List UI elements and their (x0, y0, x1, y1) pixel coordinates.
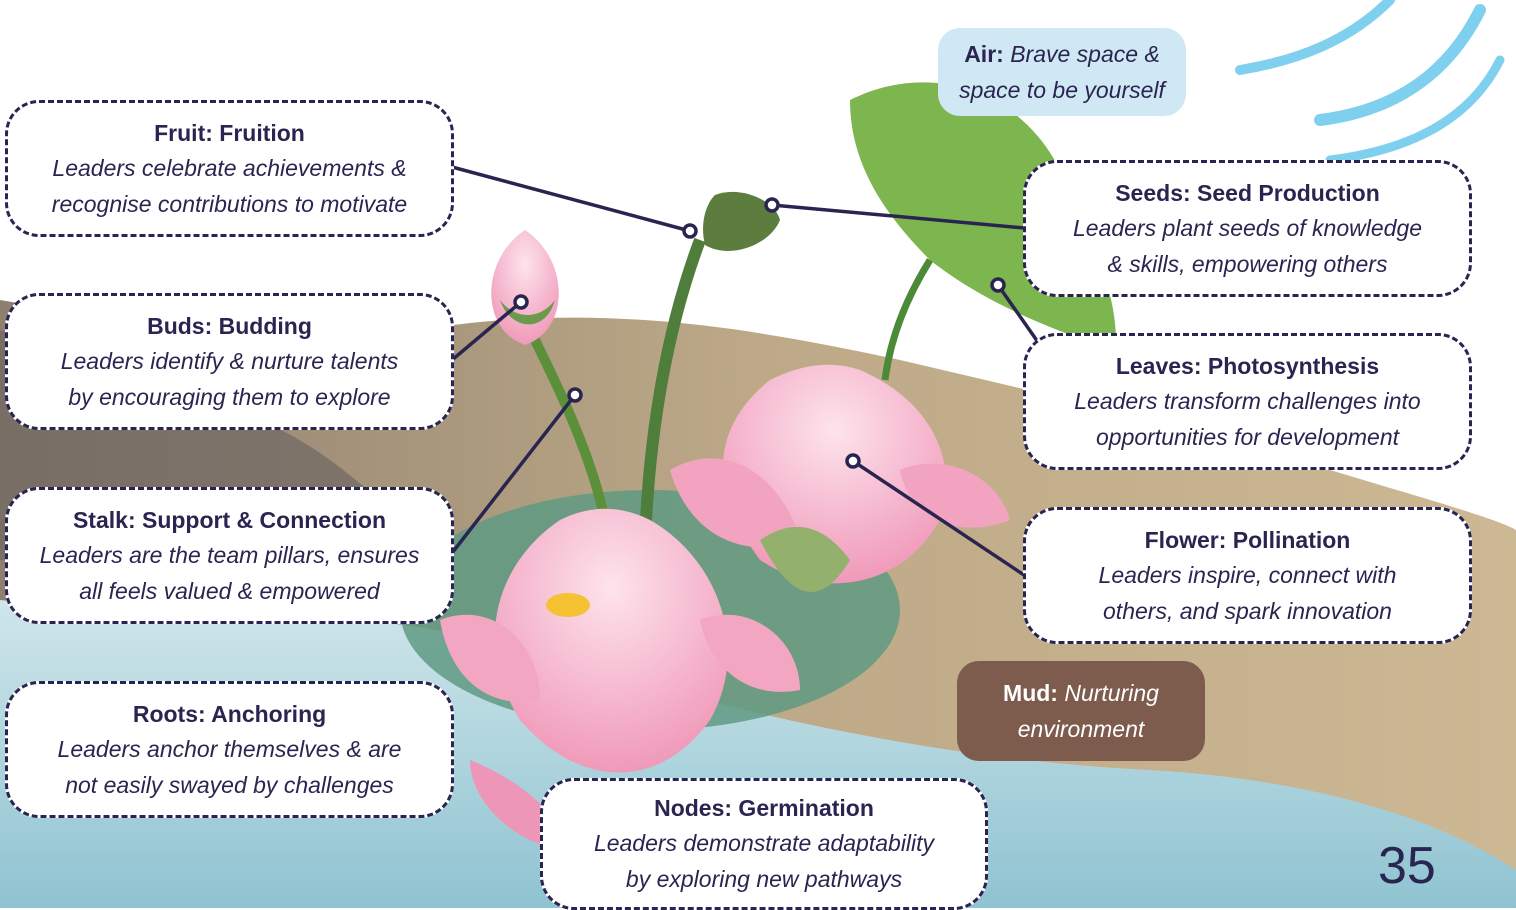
leaves-desc-1: Leaders transform challenges into (1038, 383, 1457, 419)
flower-desc-1: Leaders inspire, connect with (1038, 557, 1457, 593)
mud-label-title: Mud: (1003, 680, 1058, 706)
stalk-title: Stalk: Support & Connection (20, 503, 439, 537)
nodes-box: Nodes: Germination Leaders demonstrate a… (540, 778, 988, 910)
air-desc-2: space to be yourself (959, 77, 1165, 103)
stalk-desc-2: all feels valued & empowered (20, 573, 439, 609)
leaves-desc-2: opportunities for development (1038, 419, 1457, 455)
roots-box: Roots: Anchoring Leaders anchor themselv… (5, 681, 454, 818)
fruit-box: Fruit: Fruition Leaders celebrate achiev… (5, 100, 454, 237)
buds-box: Buds: Budding Leaders identify & nurture… (5, 293, 454, 430)
buds-desc-2: by encouraging them to explore (20, 379, 439, 415)
fruit-desc-2: recognise contributions to motivate (20, 186, 439, 222)
mud-desc-1: Nurturing (1064, 680, 1159, 706)
roots-desc-1: Leaders anchor themselves & are (20, 731, 439, 767)
mud-desc-2: environment (1018, 716, 1145, 742)
mud-label: Mud: Nurturing environment (957, 661, 1205, 761)
air-desc-1: Brave space & (1010, 41, 1160, 67)
stalk-box: Stalk: Support & Connection Leaders are … (5, 487, 454, 624)
buds-title: Buds: Budding (20, 309, 439, 343)
page-number: 35 (1378, 836, 1436, 896)
buds-desc-1: Leaders identify & nurture talents (20, 343, 439, 379)
seeds-desc-2: & skills, empowering others (1038, 246, 1457, 282)
leaves-title: Leaves: Photosynthesis (1038, 349, 1457, 383)
flower-desc-2: others, and spark innovation (1038, 593, 1457, 629)
air-label-title: Air: (964, 41, 1004, 67)
roots-title: Roots: Anchoring (20, 697, 439, 731)
seeds-box: Seeds: Seed Production Leaders plant see… (1023, 160, 1472, 297)
flower-title: Flower: Pollination (1038, 523, 1457, 557)
flower-box: Flower: Pollination Leaders inspire, con… (1023, 507, 1472, 644)
fruit-desc-1: Leaders celebrate achievements & (20, 150, 439, 186)
stalk-desc-1: Leaders are the team pillars, ensures (20, 537, 439, 573)
nodes-desc-1: Leaders demonstrate adaptability (555, 825, 973, 861)
nodes-title: Nodes: Germination (555, 791, 973, 825)
seeds-desc-1: Leaders plant seeds of knowledge (1038, 210, 1457, 246)
seeds-title: Seeds: Seed Production (1038, 176, 1457, 210)
nodes-desc-2: by exploring new pathways (555, 861, 973, 897)
leaves-box: Leaves: Photosynthesis Leaders transform… (1023, 333, 1472, 470)
fruit-title: Fruit: Fruition (20, 116, 439, 150)
air-label: Air: Brave space & space to be yourself (938, 28, 1186, 116)
roots-desc-2: not easily swayed by challenges (20, 767, 439, 803)
